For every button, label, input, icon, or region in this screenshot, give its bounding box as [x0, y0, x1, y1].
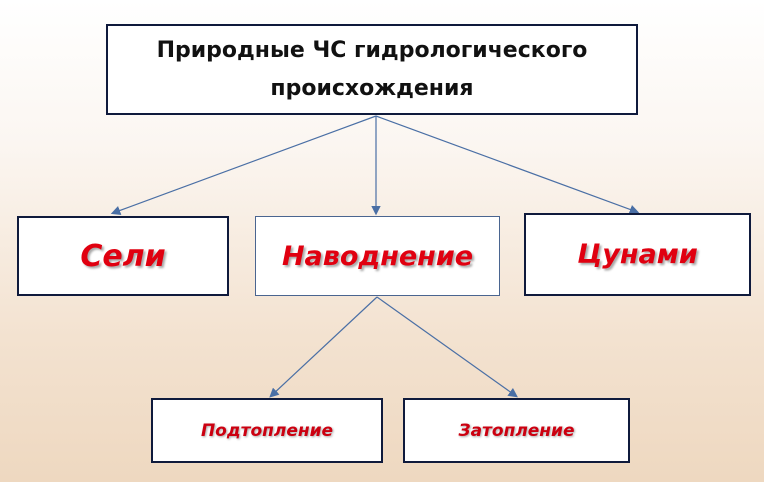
node-navodnenie: Наводнение	[255, 216, 500, 296]
root-title-line2: происхождения	[270, 75, 474, 101]
node-label: Подтопление	[200, 420, 334, 441]
node-tsunami: Цунами	[524, 213, 751, 296]
node-label: Сели	[80, 238, 166, 274]
node-podtoplenie: Подтопление	[151, 398, 383, 463]
node-seli: Сели	[17, 216, 229, 296]
arrow-to-zatoplenie	[376, 296, 518, 398]
node-label: Наводнение	[281, 240, 474, 272]
root-node: Природные ЧС гидрологического происхожде…	[106, 24, 638, 115]
root-title-line1: Природные ЧС гидрологического	[156, 37, 588, 63]
arrow-to-podtoplenie	[269, 296, 378, 398]
node-zatoplenie: Затопление	[403, 398, 630, 463]
arrow-to-tsunami	[375, 115, 640, 215]
arrow-to-seli	[110, 115, 377, 216]
node-label: Цунами	[577, 239, 698, 270]
node-label: Затопление	[458, 420, 575, 441]
